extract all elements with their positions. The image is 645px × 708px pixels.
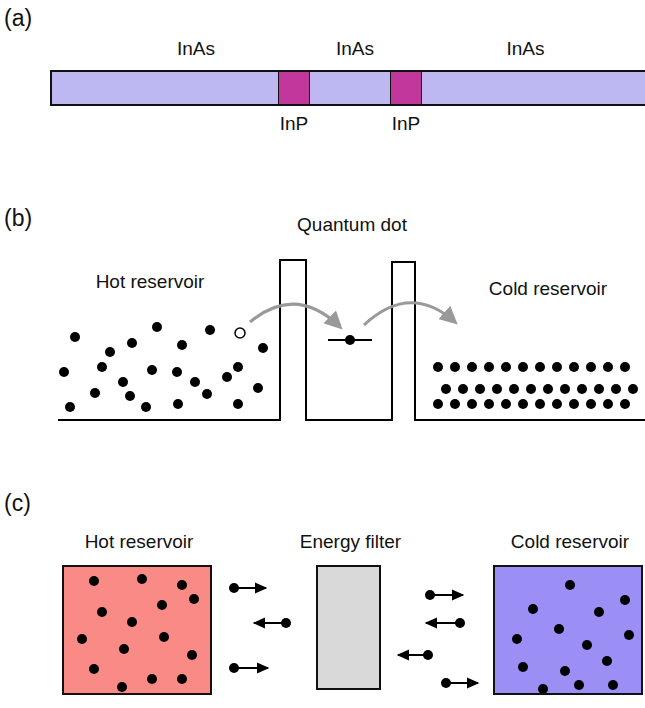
hot-reservoir-box: Hot reservoir [62,565,212,695]
tunnel-arrow [250,304,340,327]
region-label: Hot reservoir [96,272,205,293]
material-label: InAs [506,39,544,60]
material-label: InP [392,114,421,135]
region-label: Cold reservoir [489,279,607,300]
region-label: Quantum dot [297,215,407,236]
particles [495,567,641,693]
box-heading: Cold reservoir [511,532,629,553]
panel-label: (b) [4,206,32,231]
particles [64,567,210,693]
panel-label: (a) [4,6,32,31]
box-heading: Hot reservoir [85,532,194,553]
inas-segment: InAs [422,70,645,106]
material-label: InP [280,114,309,135]
material-label: InAs [336,39,374,60]
cold-reservoir-box: Cold reservoir [493,565,643,695]
electron [345,335,355,345]
cold-electrons [433,362,638,409]
material-label: InAs [177,39,215,60]
inas-segment: InAs [50,70,278,106]
inp-barrier: InP [390,70,422,106]
inp-barrier: InP [278,70,310,106]
hole [235,328,245,338]
energy-filter-box: Energy filter [316,565,381,690]
panel-label: (c) [4,491,31,516]
tunnel-arrow [364,303,455,325]
potential-profile [58,260,645,420]
inas-segment: InAs [310,70,390,106]
box-heading: Energy filter [300,532,401,553]
hot-electrons [59,322,268,412]
